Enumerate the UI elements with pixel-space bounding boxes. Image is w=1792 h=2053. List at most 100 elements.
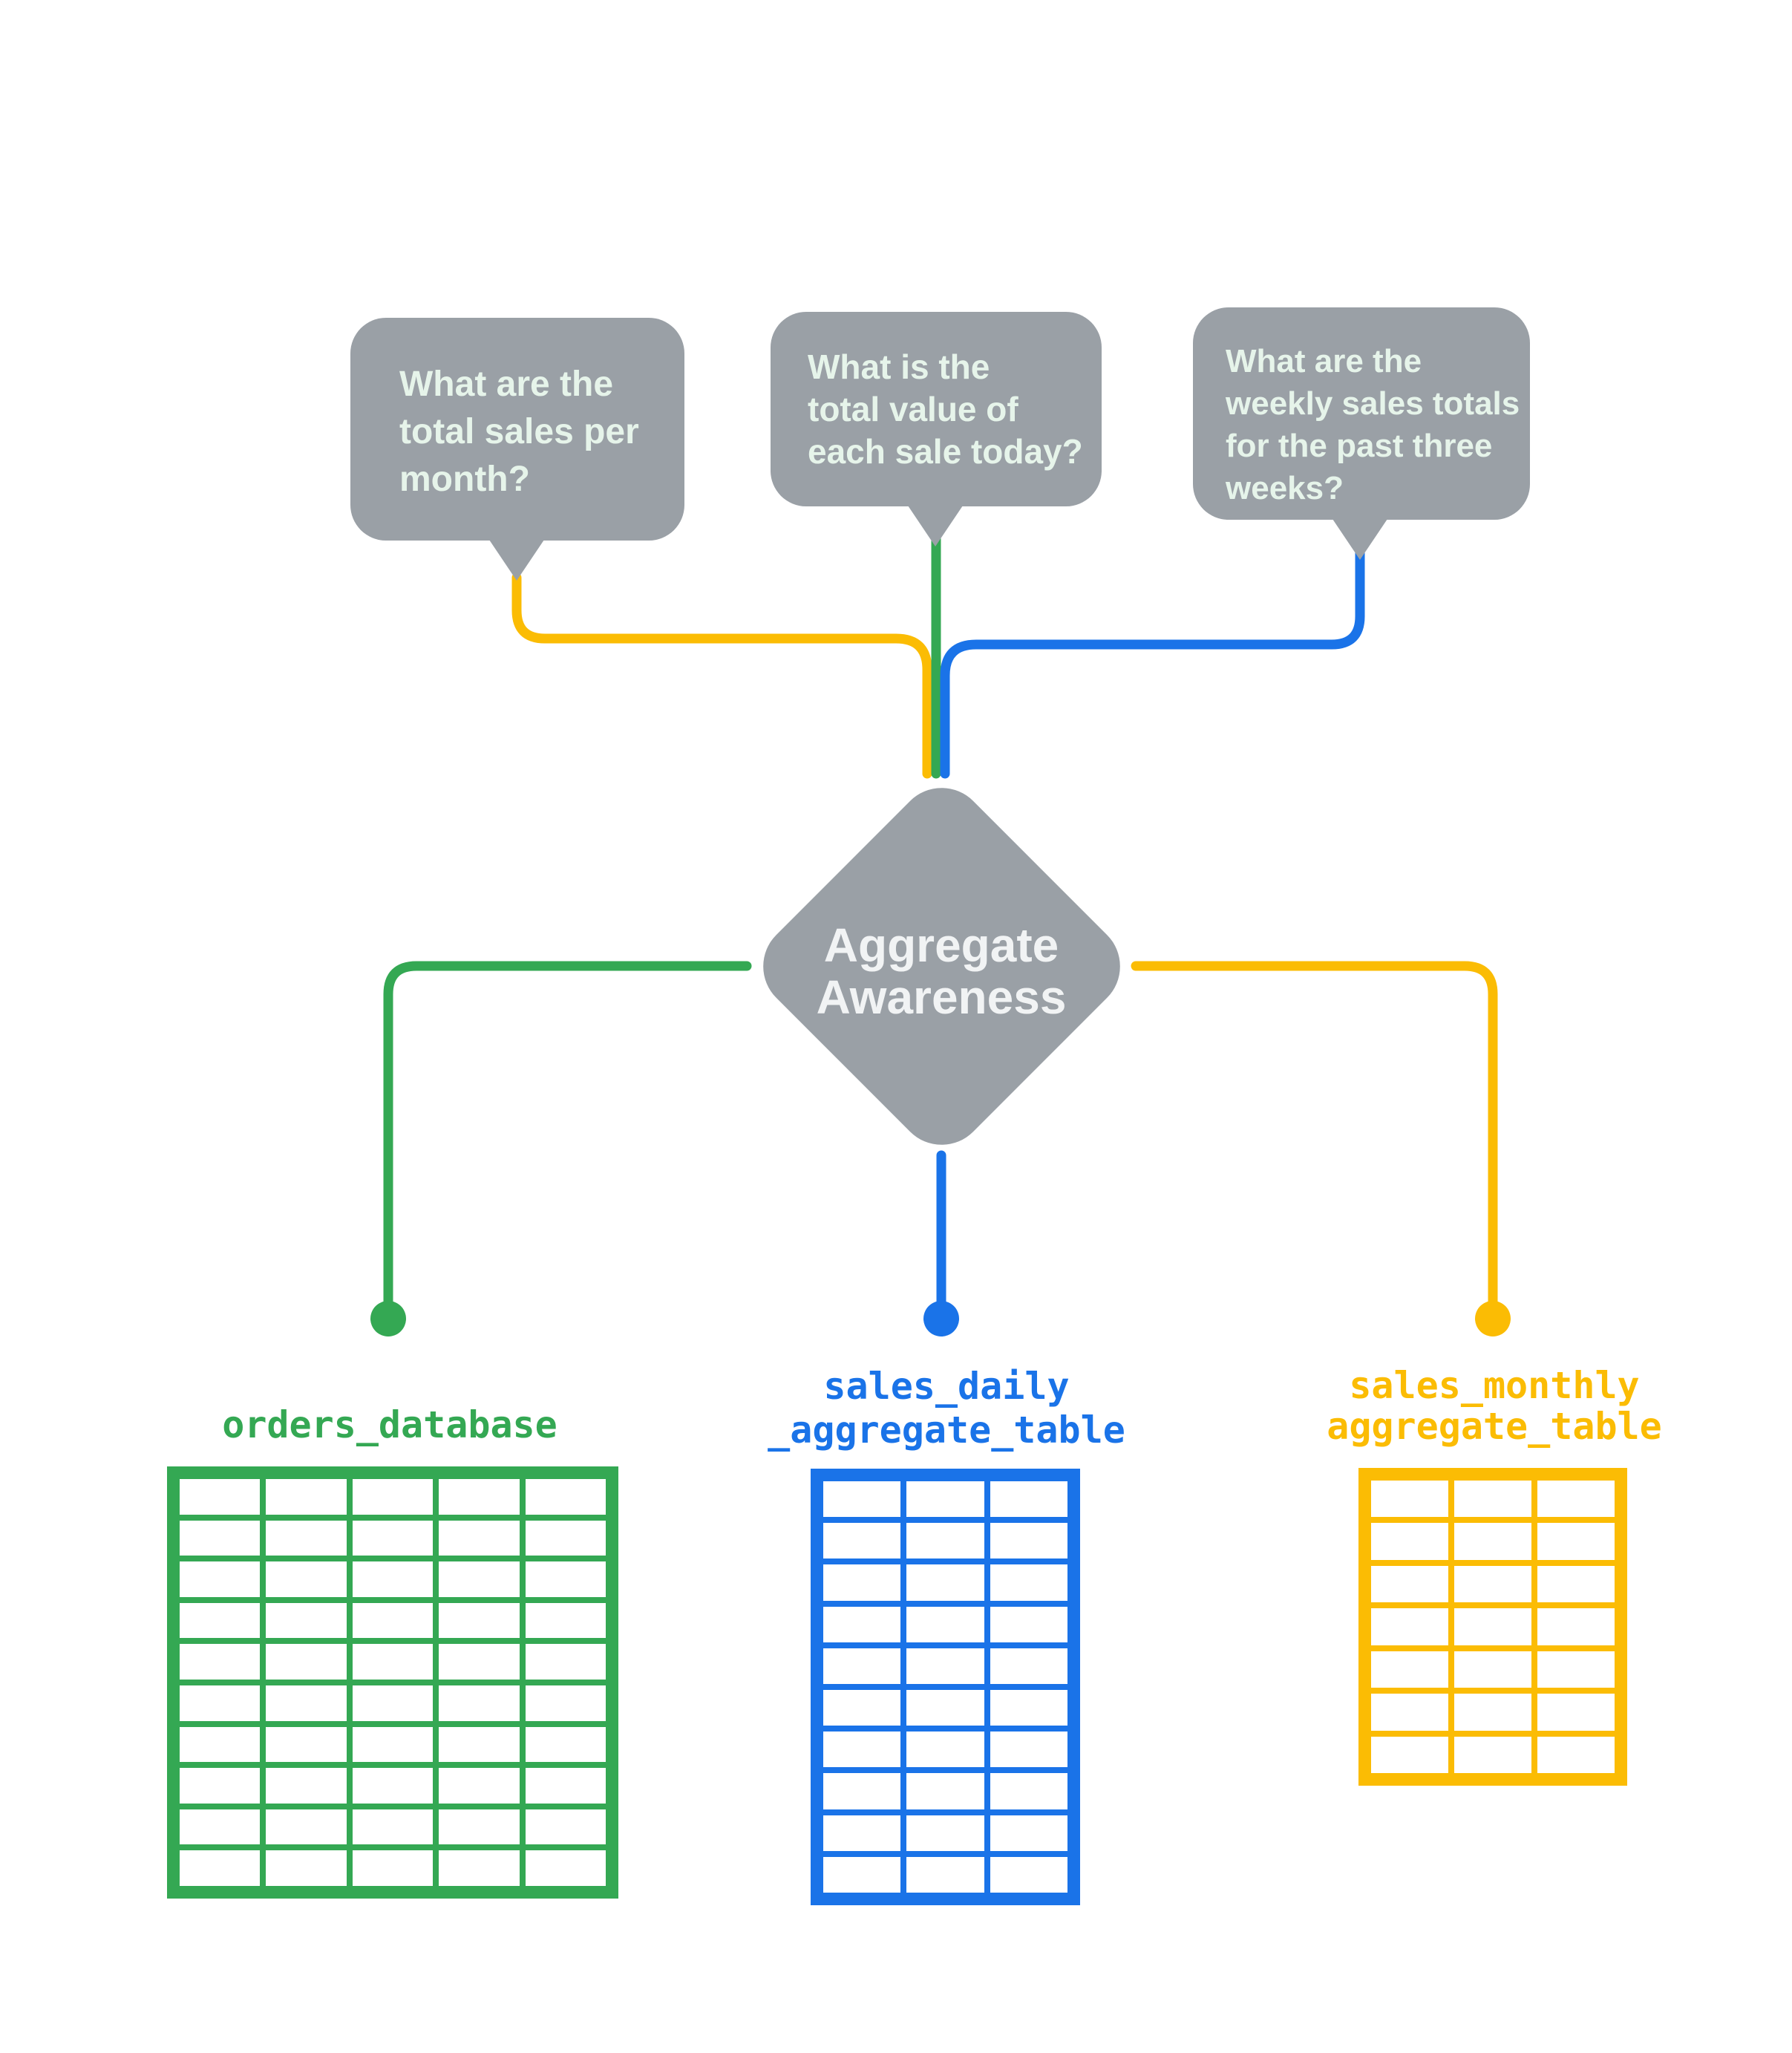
table-cell (1534, 1648, 1618, 1691)
table-cell (903, 1812, 987, 1854)
table-cell (987, 1853, 1070, 1896)
table-cell (177, 1682, 264, 1724)
table-cell (263, 1723, 350, 1766)
table-cell (436, 1682, 523, 1724)
table-cell (177, 1558, 264, 1600)
table-cell (522, 1806, 609, 1848)
table-cell (349, 1806, 436, 1848)
table-cell (820, 1520, 904, 1562)
table-cell (349, 1558, 436, 1600)
table-cell (987, 1645, 1070, 1687)
table-cell (903, 1729, 987, 1771)
aggregate-awareness-label: Aggregate Awareness (816, 918, 1067, 1024)
table-cell (1534, 1562, 1618, 1606)
table-cell (820, 1645, 904, 1687)
table-cell (987, 1603, 1070, 1645)
table-cell (349, 1641, 436, 1682)
table-cell (820, 1478, 904, 1521)
table-cell (1451, 1478, 1534, 1521)
sales-daily-aggregate-table (811, 1469, 1080, 1905)
table-cell (436, 1599, 523, 1642)
table-cell (522, 1641, 609, 1682)
table-cell (436, 1517, 523, 1559)
table-cell (263, 1558, 350, 1600)
table-cell (436, 1806, 523, 1848)
connector-weekly-question (940, 547, 1365, 779)
table-cell (903, 1520, 987, 1562)
table-cell (903, 1770, 987, 1812)
table-cell (522, 1765, 609, 1806)
table-cell (1534, 1691, 1618, 1734)
table-cell (263, 1847, 350, 1889)
table-cell (436, 1847, 523, 1889)
orders-database-table (167, 1466, 618, 1899)
table-cell (522, 1517, 609, 1559)
table-cell (522, 1847, 609, 1889)
table-cell (1451, 1691, 1534, 1734)
connector-monthly-table (1131, 961, 1498, 1308)
table-cell (177, 1517, 264, 1559)
table-cell (177, 1723, 264, 1766)
sales-monthly-aggregate-table-label: sales_monthly aggregate_table (1327, 1364, 1662, 1448)
table-cell (263, 1806, 350, 1848)
table-cell (1451, 1520, 1534, 1563)
table-cell (820, 1603, 904, 1645)
table-cell (903, 1853, 987, 1896)
table-cell (820, 1729, 904, 1771)
table-cell (1451, 1733, 1534, 1776)
table-cell (820, 1812, 904, 1854)
table-cell (436, 1641, 523, 1682)
connector-orders-database (383, 961, 752, 1308)
table-cell (820, 1770, 904, 1812)
table-cell (349, 1723, 436, 1766)
table-cell (903, 1645, 987, 1687)
table-cell (349, 1847, 436, 1889)
orders-endpoint-dot (370, 1301, 406, 1336)
table-cell (987, 1520, 1070, 1562)
table-cell (1368, 1605, 1451, 1648)
bubble-tail-monthly (488, 538, 546, 581)
table-cell (1534, 1733, 1618, 1776)
table-cell (522, 1599, 609, 1642)
table-cell (263, 1682, 350, 1724)
table-cell (349, 1599, 436, 1642)
table-cell (1534, 1605, 1618, 1648)
table-cell (436, 1558, 523, 1600)
table-cell (1368, 1691, 1451, 1734)
table-cell (436, 1476, 523, 1518)
table-cell (1368, 1733, 1451, 1776)
table-cell (820, 1561, 904, 1604)
table-cell (177, 1806, 264, 1848)
question-bubble-daily-sales: What is the total value of each sale tod… (771, 312, 1102, 506)
table-cell (177, 1765, 264, 1806)
table-cell (903, 1478, 987, 1521)
table-cell (1534, 1478, 1618, 1521)
table-cell (177, 1641, 264, 1682)
table-cell (436, 1765, 523, 1806)
table-cell (1368, 1520, 1451, 1563)
table-cell (349, 1765, 436, 1806)
table-cell (263, 1517, 350, 1559)
table-cell (1451, 1562, 1534, 1606)
table-cell (349, 1517, 436, 1559)
table-cell (1451, 1605, 1534, 1648)
orders-database-label: orders_database (222, 1403, 557, 1446)
table-cell (987, 1687, 1070, 1729)
table-cell (349, 1476, 436, 1518)
table-cell (1368, 1648, 1451, 1691)
table-cell (1451, 1648, 1534, 1691)
table-cell (263, 1599, 350, 1642)
table-cell (522, 1723, 609, 1766)
table-cell (263, 1641, 350, 1682)
table-cell (263, 1765, 350, 1806)
table-cell (522, 1558, 609, 1600)
table-cell (263, 1476, 350, 1518)
table-cell (987, 1729, 1070, 1771)
table-cell (349, 1682, 436, 1724)
table-cell (903, 1603, 987, 1645)
table-cell (177, 1599, 264, 1642)
question-bubble-monthly-sales: What are the total sales per month? (350, 318, 684, 541)
table-cell (987, 1561, 1070, 1604)
table-cell (987, 1770, 1070, 1812)
